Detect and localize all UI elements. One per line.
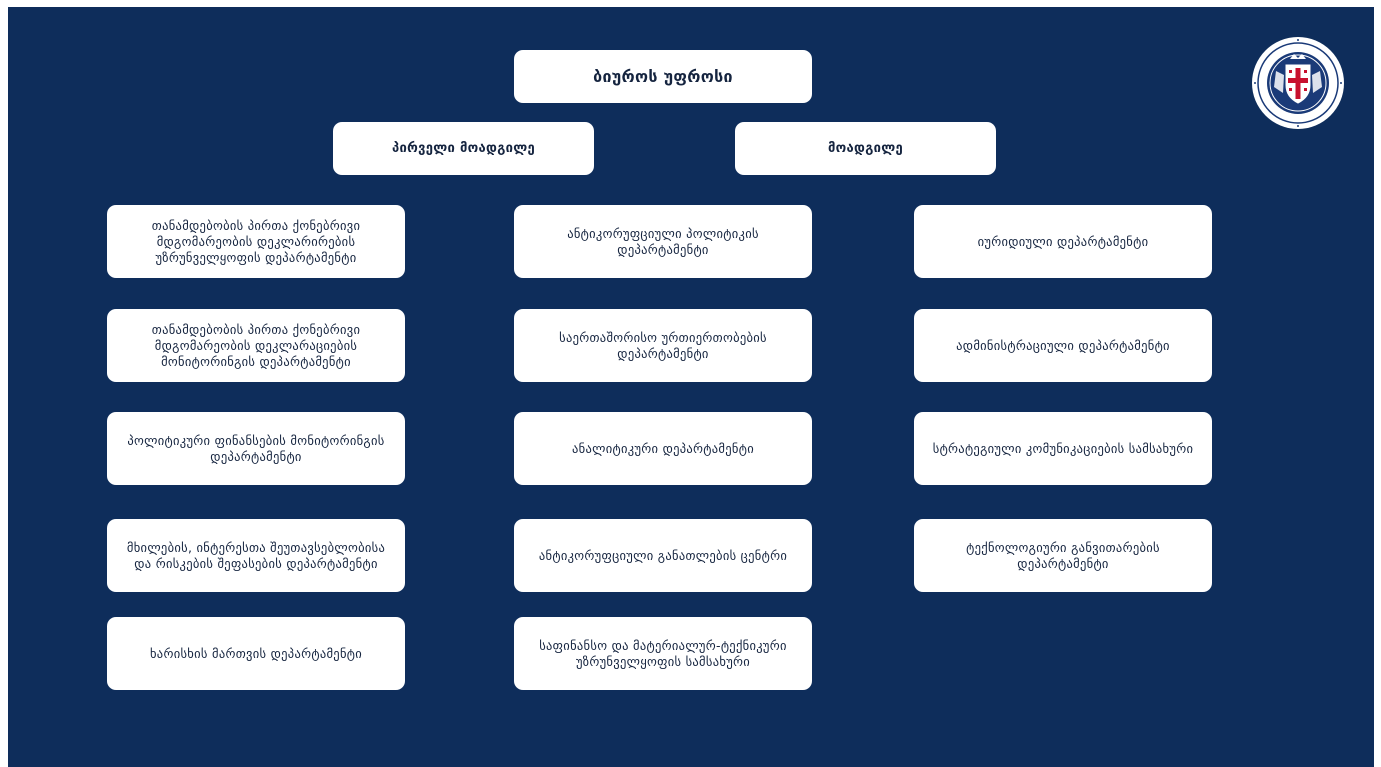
bureau-head-label: ბიუროს უფროსი	[593, 66, 733, 86]
department-box: მხილების, ინტერესთა შეუთავსებლობისა და რ…	[107, 519, 405, 592]
first-deputy-box: პირველი მოადგილე	[333, 122, 594, 175]
department-box: საფინანსო და მატერიალურ-ტექნიკური უზრუნვ…	[514, 617, 812, 690]
department-box: ანალიტიკური დეპარტამენტი	[514, 412, 812, 485]
org-chart: ბიუროს უფროსი პირველი მოადგილე მოადგილე …	[8, 7, 1374, 767]
first-deputy-label: პირველი მოადგილე	[392, 140, 535, 156]
department-label: სტრატეგიული კომუნიკაციების სამსახური	[932, 440, 1194, 456]
department-label: თანამდებობის პირთა ქონებრივი მდგომარეობი…	[151, 217, 361, 265]
department-label: ანალიტიკური დეპარტამენტი	[572, 440, 754, 456]
department-box: იურიდიული დეპარტამენტი	[914, 205, 1212, 278]
department-box: ანტიკორუფციული განათლების ცენტრი	[514, 519, 812, 592]
department-label: ხარისხის მართვის დეპარტამენტი	[149, 645, 363, 661]
department-label: საერთაშორისო ურთიერთობების დეპარტამენტი	[559, 329, 767, 361]
department-box: სტრატეგიული კომუნიკაციების სამსახური	[914, 412, 1212, 485]
department-label: ანტიკორუფციული პოლიტიკის დეპარტამენტი	[567, 225, 759, 257]
deputy-label: მოადგილე	[827, 140, 903, 156]
department-box: ხარისხის მართვის დეპარტამენტი	[107, 617, 405, 690]
department-label: ანტიკორუფციული განათლების ცენტრი	[538, 547, 788, 563]
department-label: თანამდებობის პირთა ქონებრივი მდგომარეობი…	[151, 321, 361, 369]
bureau-head-box: ბიუროს უფროსი	[514, 50, 812, 103]
department-label: ტექნოლოგიური განვითარების დეპარტამენტი	[966, 539, 1160, 571]
department-box: თანამდებობის პირთა ქონებრივი მდგომარეობი…	[107, 309, 405, 382]
department-label: პოლიტიკური ფინანსების მონიტორინგის დეპარ…	[127, 432, 385, 464]
department-box: ადმინისტრაციული დეპარტამენტი	[914, 309, 1212, 382]
department-box: საერთაშორისო ურთიერთობების დეპარტამენტი	[514, 309, 812, 382]
department-label: იურიდიული დეპარტამენტი	[977, 233, 1149, 249]
department-label: ადმინისტრაციული დეპარტამენტი	[956, 337, 1170, 353]
department-box: თანამდებობის პირთა ქონებრივი მდგომარეობი…	[107, 205, 405, 278]
department-label: მხილების, ინტერესთა შეუთავსებლობისა და რ…	[126, 539, 386, 571]
department-box: ტექნოლოგიური განვითარების დეპარტამენტი	[914, 519, 1212, 592]
deputy-box: მოადგილე	[735, 122, 996, 175]
department-box: ანტიკორუფციული პოლიტიკის დეპარტამენტი	[514, 205, 812, 278]
department-box: პოლიტიკური ფინანსების მონიტორინგის დეპარ…	[107, 412, 405, 485]
anti-corruption-bureau-seal-icon	[1250, 35, 1346, 131]
department-label: საფინანსო და მატერიალურ-ტექნიკური უზრუნვ…	[539, 637, 787, 669]
